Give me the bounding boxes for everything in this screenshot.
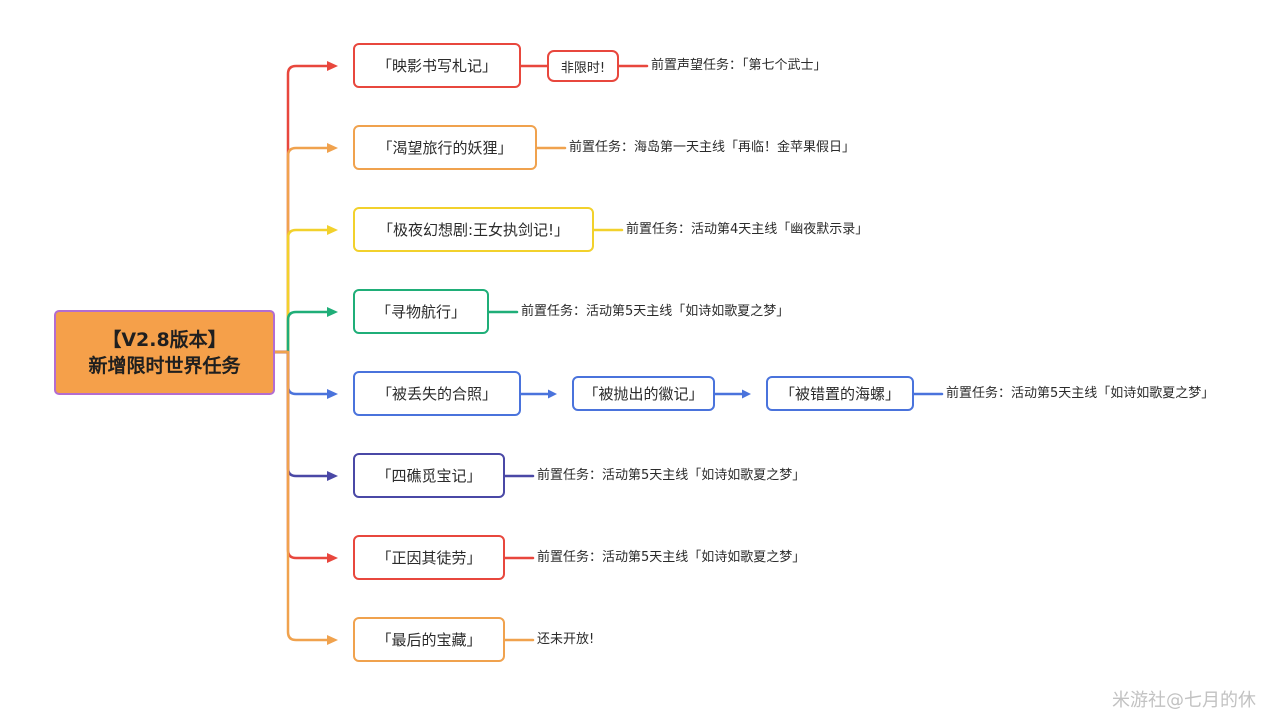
arrowhead-branch-7 — [327, 553, 338, 563]
prerequisite-note-3: 前置任务：活动第4天主线「幽夜默示录」 — [626, 222, 869, 237]
root-title-line-1: 【V2.8版本】 — [102, 328, 227, 351]
arrowhead-branch-4 — [327, 307, 338, 317]
prerequisite-note-1: 前置声望任务：「第七个武士」 — [651, 58, 827, 73]
non-limited-tag: 非限时! — [547, 50, 619, 82]
quest-node-4: 「寻物航行」 — [353, 289, 489, 334]
quest-title: 「寻物航行」 — [375, 303, 466, 321]
connector-branch-5 — [273, 350, 331, 396]
status-note-8: 还未开放! — [537, 632, 595, 647]
arrowhead-branch-6 — [327, 471, 338, 481]
connector-branch-1 — [273, 64, 331, 354]
connector-branch-4 — [273, 310, 331, 354]
quest-node-1: 「映影书写札记」 — [353, 43, 521, 88]
quest-title: 「极夜幻想剧:王女执剑记!」 — [377, 221, 570, 239]
quest-title: 「最后的宝藏」 — [376, 631, 482, 649]
quest-node-8: 「最后的宝藏」 — [353, 617, 505, 662]
prerequisite-note-6: 前置任务：活动第5天主线「如诗如歌夏之梦」 — [537, 468, 806, 483]
prerequisite-note-7: 前置任务：活动第5天主线「如诗如歌夏之梦」 — [537, 550, 806, 565]
arrowhead-branch-2 — [327, 143, 338, 153]
connector-branch-2 — [273, 146, 331, 354]
quest-title: 「正因其徒劳」 — [376, 549, 482, 567]
root-node: 【V2.8版本】 新增限时世界任务 — [54, 310, 275, 395]
quest-node-7: 「正因其徒劳」 — [353, 535, 505, 580]
connector-branch-6 — [273, 350, 331, 478]
arrowhead-chain-2 — [742, 389, 751, 399]
root-title-line-2: 新增限时世界任务 — [88, 354, 241, 377]
arrowhead-branch-1 — [327, 61, 338, 71]
connector-branch-3 — [273, 228, 331, 354]
watermark: 米游社@七月的休 — [1112, 690, 1256, 711]
quest-node-2: 「渴望旅行的妖狸」 — [353, 125, 537, 170]
quest-title: 「被抛出的徽记」 — [583, 385, 704, 403]
arrowhead-branch-3 — [327, 225, 338, 235]
arrowhead-branch-8 — [327, 635, 338, 645]
connector-branch-7 — [273, 350, 331, 560]
prerequisite-note-5: 前置任务：活动第5天主线「如诗如歌夏之梦」 — [946, 386, 1215, 401]
arrowhead-chain-1 — [548, 389, 557, 399]
connector-branch-8 — [273, 350, 331, 642]
prerequisite-note-4: 前置任务：活动第5天主线「如诗如歌夏之梦」 — [521, 304, 790, 319]
quest-title: 「四礁觅宝记」 — [376, 467, 482, 485]
quest-title: 「渴望旅行的妖狸」 — [377, 139, 513, 157]
quest-title: 「被错置的海螺」 — [779, 385, 900, 403]
quest-node-6: 「四礁觅宝记」 — [353, 453, 505, 498]
tag-label: 非限时! — [560, 60, 606, 76]
arrowhead-branch-5 — [327, 389, 338, 399]
quest-chain-node-3: 「被错置的海螺」 — [766, 376, 914, 411]
quest-chain-node-2: 「被抛出的徽记」 — [572, 376, 715, 411]
quest-title: 「映影书写札记」 — [376, 57, 497, 75]
quest-node-3: 「极夜幻想剧:王女执剑记!」 — [353, 207, 594, 252]
quest-title: 「被丢失的合照」 — [376, 385, 497, 403]
prerequisite-note-2: 前置任务：海岛第一天主线「再临！金苹果假日」 — [569, 140, 856, 155]
quest-node-5: 「被丢失的合照」 — [353, 371, 521, 416]
